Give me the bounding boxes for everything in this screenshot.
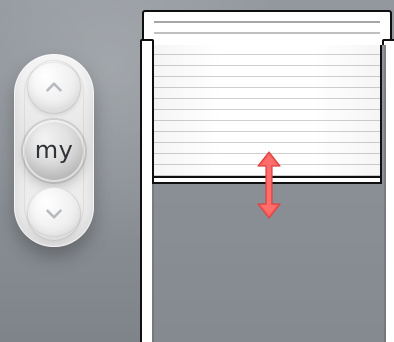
shutter-head-box: [142, 10, 392, 49]
chevron-up-icon: [41, 74, 67, 100]
raise-button[interactable]: [27, 60, 81, 114]
double-arrow-vertical-icon[interactable]: [256, 150, 282, 220]
my-preset-label: my: [35, 136, 74, 164]
shutter-remote: my: [14, 54, 94, 247]
lower-button[interactable]: [27, 187, 81, 241]
chevron-down-icon: [41, 201, 67, 227]
roller-shutter: [136, 10, 394, 342]
my-preset-button[interactable]: my: [23, 120, 85, 182]
